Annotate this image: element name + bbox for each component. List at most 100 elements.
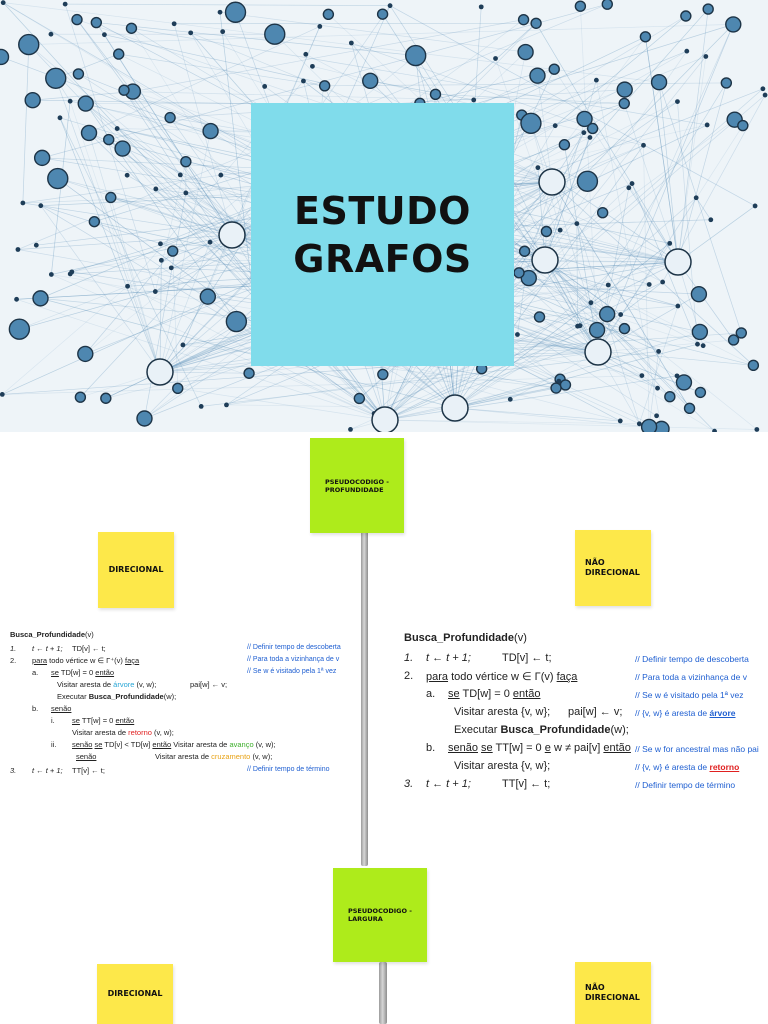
kw-se: se xyxy=(94,740,103,749)
network-node xyxy=(674,373,680,379)
network-edge xyxy=(535,23,679,263)
network-hub-node xyxy=(441,394,469,422)
network-edge xyxy=(85,250,173,355)
network-node xyxy=(303,51,309,57)
network-node xyxy=(20,200,26,206)
network-node xyxy=(735,327,748,339)
network-node xyxy=(317,24,323,29)
exec-text: Executar xyxy=(454,724,498,736)
network-edge xyxy=(590,82,727,303)
network-edge xyxy=(551,181,598,331)
network-node xyxy=(650,73,668,91)
network-node xyxy=(752,203,758,209)
network-edge xyxy=(57,178,386,421)
network-edge xyxy=(576,223,640,424)
kw-e: e xyxy=(544,742,551,754)
network-edge xyxy=(110,197,233,236)
network-node xyxy=(574,0,587,12)
code-header: Busca_Profundidade(v) xyxy=(404,632,527,644)
network-node xyxy=(691,323,709,341)
code-statement: TD[v] ← t; xyxy=(502,652,552,664)
network-edge xyxy=(577,325,671,397)
code-statement: t ← t + 1; xyxy=(32,766,63,775)
cond: TD[v] < TD[w] xyxy=(104,740,151,749)
network-edge xyxy=(17,234,233,250)
network-edge xyxy=(677,9,709,263)
network-edge xyxy=(628,187,679,263)
code-loop: para todo vértice w ∈ Γ⁺(v) faça xyxy=(32,656,139,665)
network-edge xyxy=(159,242,211,373)
exec-text: Executar xyxy=(57,692,87,701)
code-line-number: 2. xyxy=(10,656,17,665)
network-node xyxy=(15,247,21,252)
note-directed-bottom-label: DIRECIONAL xyxy=(107,989,163,998)
network-edge xyxy=(389,5,756,207)
code-condition: senão se TD[v] < TD[w] então Visitar are… xyxy=(72,740,276,749)
network-edge xyxy=(384,380,559,421)
kw-entao: então xyxy=(512,688,541,700)
network-edge xyxy=(351,42,593,129)
network-node xyxy=(218,172,224,178)
network-node xyxy=(478,4,484,10)
network-node xyxy=(429,88,442,101)
network-node xyxy=(690,285,708,303)
network-node xyxy=(180,342,186,348)
kw-senao: senão xyxy=(448,742,478,754)
network-node xyxy=(38,203,44,209)
network-edge xyxy=(643,145,650,427)
network-node xyxy=(62,1,68,7)
connector-dfs-to-bfs xyxy=(361,530,368,866)
network-node xyxy=(656,349,661,354)
tag-forward-edge: avanço xyxy=(229,740,254,749)
network-node xyxy=(71,13,83,26)
network-edge xyxy=(454,331,700,409)
network-edge xyxy=(384,419,640,425)
network-node xyxy=(167,245,179,257)
note-dfs-line2: PROFUNDIDADE xyxy=(324,485,384,494)
network-edge xyxy=(201,351,659,407)
code-line-number: 1. xyxy=(10,644,17,653)
code-comment: // Para toda a vizinhança de v xyxy=(635,672,747,682)
network-node xyxy=(684,48,690,54)
visit-args: (v, w); xyxy=(136,680,157,689)
visit-text: Visitar aresta de xyxy=(57,680,112,689)
network-node xyxy=(754,427,760,432)
network-edge xyxy=(454,243,670,409)
network-edge xyxy=(544,259,690,409)
network-edge xyxy=(551,181,690,409)
network-node xyxy=(136,410,153,427)
note-dfs-line1: PSEUDOCODIGO - xyxy=(324,477,390,486)
network-node xyxy=(48,31,54,37)
network-node xyxy=(675,374,693,391)
network-edge xyxy=(677,101,698,345)
network-edge xyxy=(454,243,670,409)
network-edge xyxy=(485,261,679,316)
network-node xyxy=(533,311,546,323)
network-node xyxy=(348,40,354,46)
network-node xyxy=(220,29,226,35)
network-edge xyxy=(559,229,663,283)
code-condition: se TD[w] = 0 então xyxy=(448,688,540,700)
network-node xyxy=(605,282,611,288)
network-node xyxy=(77,95,94,112)
tag-tree-edge: árvore xyxy=(113,680,135,689)
network-edge xyxy=(105,361,258,399)
network-edge xyxy=(677,261,734,341)
network-node xyxy=(558,139,571,151)
code-comment: // Se w for ancestral mas não pai xyxy=(635,744,759,754)
network-edge xyxy=(55,53,119,79)
network-edge xyxy=(454,387,557,409)
network-node xyxy=(675,99,680,104)
network-edge xyxy=(544,128,593,261)
network-node xyxy=(636,421,642,427)
network-node xyxy=(0,0,6,6)
network-node xyxy=(703,54,709,59)
code-visit: Visitar aresta de cruzamento (v, w); xyxy=(155,752,272,761)
network-node xyxy=(556,378,562,384)
network-node xyxy=(80,124,98,142)
network-edge xyxy=(546,260,679,263)
network-edge xyxy=(597,339,734,353)
network-node xyxy=(576,170,599,192)
